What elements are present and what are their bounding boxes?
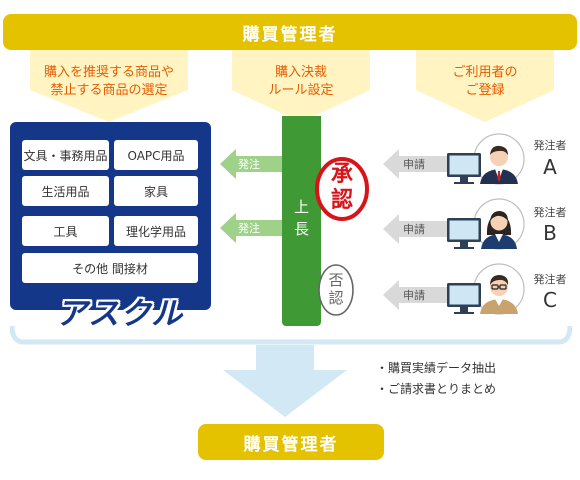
request-label: 申請 — [403, 223, 425, 236]
category-oa-pc: OAPC用品 — [114, 140, 198, 170]
orderer-a — [447, 130, 527, 190]
category-other-indirect: その他 間接材 — [22, 253, 198, 283]
step-label-line: ご利用者の — [452, 65, 518, 80]
woman-icon — [447, 198, 525, 250]
step-label-line: ご登録 — [465, 83, 505, 98]
orderer-letter: B — [543, 221, 557, 245]
request-arrow: 申請 — [383, 280, 447, 310]
output-notes: ・購買実績データ抽出 ・ご請求書とりまとめ — [376, 358, 496, 400]
step-label-line: 購入決裁 — [274, 65, 327, 80]
askul-logo: アスクル — [56, 296, 184, 332]
top-banner-title: 購買管理者 — [242, 24, 338, 45]
step-label-line: ルール設定 — [268, 83, 334, 98]
output-note-item: ・ご請求書とりまとめ — [376, 382, 497, 396]
output-note-item: ・購買実績データ抽出 — [376, 361, 497, 375]
product-catalog-panel: 文具・事務用品 OAPC用品 生活用品 家具 工具 理化学用品 その他 間接材 — [10, 122, 211, 310]
orderer-label: 発注者 — [533, 139, 567, 152]
request-label: 申請 — [403, 158, 425, 171]
step-chevron-product-selection: 購入を推奨する商品や 禁止する商品の選定 — [30, 50, 188, 122]
man-suit-icon — [447, 133, 525, 185]
down-arrow — [223, 345, 347, 417]
bottom-banner-title: 購買管理者 — [243, 434, 339, 455]
category-daily-goods: 生活用品 — [22, 176, 109, 206]
category-lab-supplies: 理化学用品 — [114, 216, 198, 246]
orderer-label: 発注者 — [533, 206, 567, 219]
approve-stamp: 承 認 — [313, 155, 371, 223]
approver-label: 上 長 — [282, 196, 321, 240]
man-glasses-icon — [447, 263, 525, 315]
reject-stamp-char: 認 — [328, 289, 344, 307]
issue-order-arrow: 発注 — [220, 213, 282, 243]
orderer-b — [447, 195, 527, 255]
reject-stamp: 否 認 — [316, 262, 356, 318]
bottom-banner-admin: 購買管理者 — [198, 424, 384, 460]
category-stationery: 文具・事務用品 — [22, 140, 109, 170]
category-furniture: 家具 — [114, 176, 198, 206]
category-tools: 工具 — [22, 216, 109, 246]
approver-label-line: 上 — [293, 198, 309, 216]
orderer-label: 発注者 — [533, 273, 567, 286]
request-arrow: 申請 — [383, 214, 447, 244]
step-label-line: 禁止する商品の選定 — [50, 83, 168, 98]
orderer-c — [447, 260, 527, 320]
approve-stamp-char: 承 — [330, 162, 353, 187]
orderer-letter: A — [543, 155, 557, 179]
top-banner-admin: 購買管理者 — [3, 14, 577, 50]
aggregation-bracket — [10, 325, 572, 345]
step-chevron-user-registration: ご利用者の ご登録 — [416, 50, 554, 122]
request-arrow: 申請 — [383, 149, 447, 179]
orderer-letter: C — [543, 288, 557, 312]
issue-order-arrow: 発注 — [220, 149, 282, 179]
approve-stamp-char: 認 — [330, 188, 353, 213]
reject-stamp-char: 否 — [328, 271, 344, 289]
issue-order-label: 発注 — [238, 158, 260, 171]
approver-bar — [282, 116, 321, 326]
step-chevron-approval-rules: 購入決裁 ルール設定 — [232, 50, 370, 122]
request-label: 申請 — [403, 289, 425, 302]
issue-order-label: 発注 — [238, 222, 260, 235]
approver-label-line: 長 — [293, 220, 309, 238]
step-label-line: 購入を推奨する商品や — [43, 65, 174, 80]
